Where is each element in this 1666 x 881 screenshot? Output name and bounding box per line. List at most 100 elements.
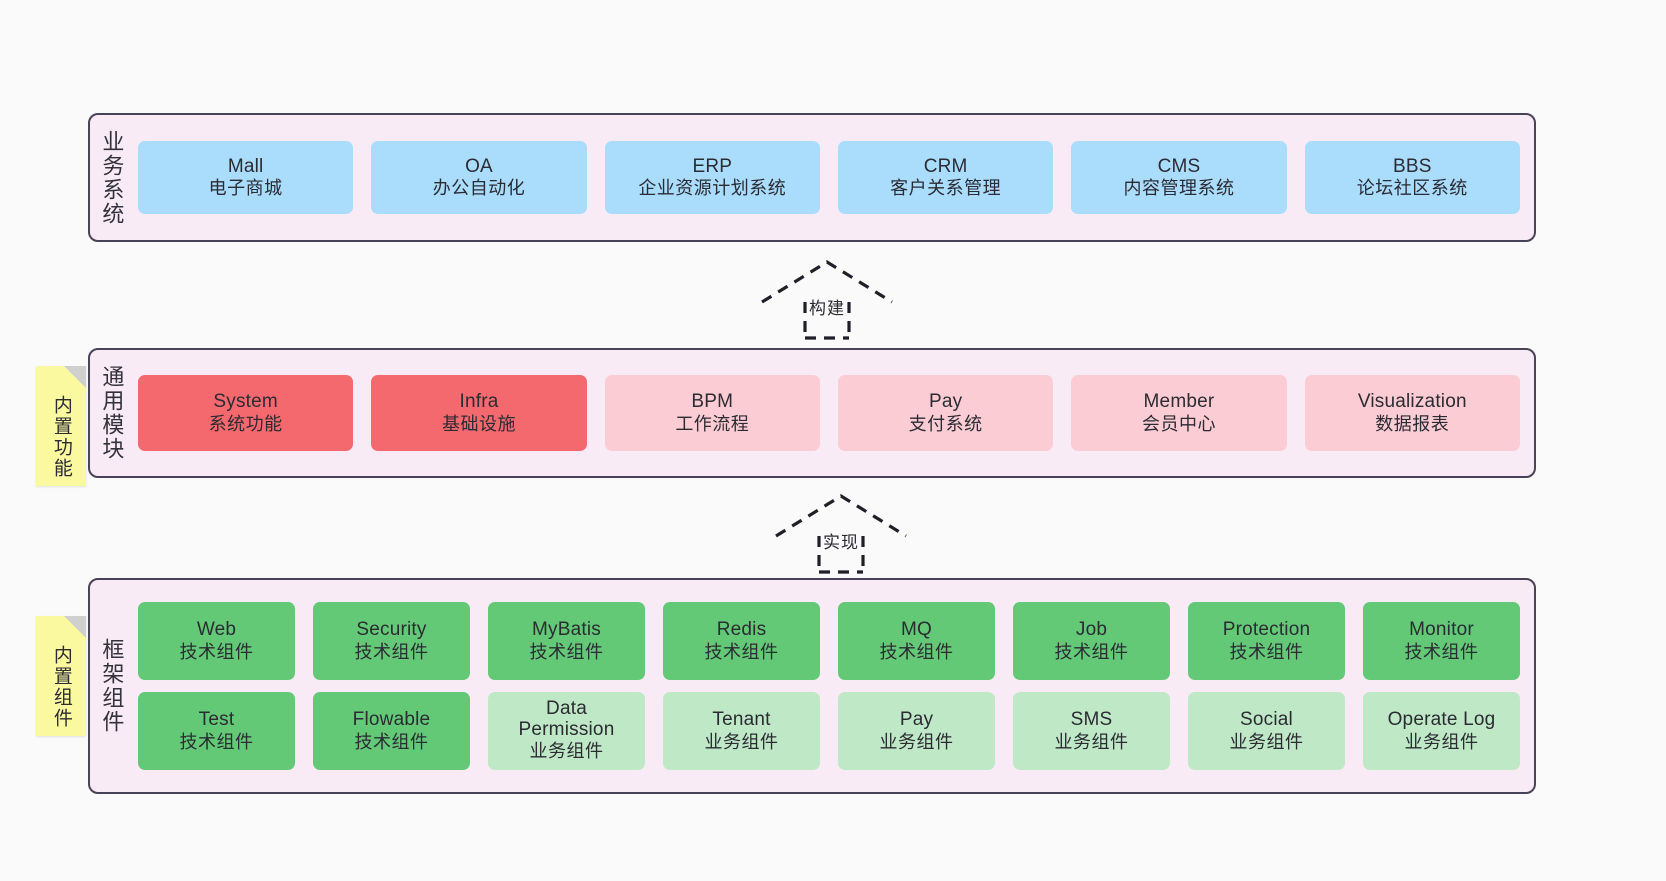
card-title-en: OA — [465, 155, 493, 177]
card-title-cn: 系统功能 — [208, 413, 283, 434]
card-test[interactable]: Test 技术组件 — [138, 692, 295, 770]
card-title-en: Job — [1075, 619, 1108, 641]
card-title-en: BBS — [1392, 155, 1432, 177]
note-fold-icon — [64, 616, 86, 638]
card-title-en: Web — [196, 619, 237, 641]
card-title-en: CMS — [1157, 155, 1201, 177]
layer-body-common-module: System 系统功能 Infra 基础设施 BPM 工作流程 Pay 支付系统… — [132, 350, 1534, 476]
card-title-en: Pay — [899, 709, 934, 731]
card-sms[interactable]: SMS 业务组件 — [1013, 692, 1170, 770]
card-web[interactable]: Web 技术组件 — [138, 602, 295, 680]
card-title-en: Mall — [227, 155, 264, 177]
card-member[interactable]: Member 会员中心 — [1071, 375, 1287, 451]
card-title-cn: 技术组件 — [354, 641, 429, 662]
card-title-en: Social — [1240, 709, 1293, 731]
card-row: Test 技术组件 Flowable 技术组件 Data Permission … — [138, 692, 1520, 770]
card-title-cn: 工作流程 — [675, 413, 750, 434]
card-title-cn: 办公自动化 — [432, 178, 526, 199]
card-title-cn: 技术组件 — [354, 731, 429, 752]
arrow-implement-label: 实现 — [823, 533, 859, 552]
card-title-cn: 业务组件 — [704, 731, 779, 752]
card-title-cn: 技术组件 — [179, 641, 254, 662]
card-title-cn: 技术组件 — [529, 641, 604, 662]
card-data-permission[interactable]: Data Permission 业务组件 — [488, 692, 645, 770]
card-title-cn: 业务组件 — [1054, 731, 1129, 752]
card-title-cn: 支付系统 — [908, 413, 983, 434]
layer-framework-component: 框架组件 Web 技术组件 Security 技术组件 MyBatis 技术组件… — [88, 578, 1536, 794]
card-title-cn: 技术组件 — [704, 641, 779, 662]
card-title-en: Tenant — [712, 709, 771, 731]
card-row: Web 技术组件 Security 技术组件 MyBatis 技术组件 Redi… — [138, 602, 1520, 680]
card-mq[interactable]: MQ 技术组件 — [838, 602, 995, 680]
card-title-en: System — [213, 391, 278, 413]
card-title-en: Operate Log — [1387, 709, 1496, 731]
card-title-en: Test — [198, 709, 235, 731]
card-security[interactable]: Security 技术组件 — [313, 602, 470, 680]
card-title-cn: 业务组件 — [1229, 731, 1304, 752]
card-title-cn: 内容管理系统 — [1123, 178, 1235, 199]
card-title-cn: 数据报表 — [1375, 413, 1450, 434]
layer-title-common-module: 通用模块 — [99, 365, 125, 461]
card-title-cn: 论坛社区系统 — [1356, 178, 1468, 199]
card-title-en: BPM — [691, 391, 734, 413]
card-title-en: Protection — [1222, 619, 1311, 641]
card-tenant[interactable]: Tenant 业务组件 — [663, 692, 820, 770]
layer-common-module: 通用模块 System 系统功能 Infra 基础设施 BPM 工作流程 Pay… — [88, 348, 1536, 478]
card-title-en: CRM — [923, 155, 968, 177]
arrow-build-shape — [761, 260, 893, 340]
card-flowable[interactable]: Flowable 技术组件 — [313, 692, 470, 770]
card-title-en: ERP — [692, 155, 733, 177]
card-mybatis[interactable]: MyBatis 技术组件 — [488, 602, 645, 680]
card-title-cn: 业务组件 — [1404, 731, 1479, 752]
card-title-cn: 技术组件 — [1054, 641, 1129, 662]
card-oa[interactable]: OA 办公自动化 — [371, 141, 587, 214]
card-redis[interactable]: Redis 技术组件 — [663, 602, 820, 680]
card-mall[interactable]: Mall 电子商城 — [138, 141, 354, 214]
card-title-cn: 业务组件 — [529, 740, 604, 761]
layer-title-business-system: 业务系统 — [99, 129, 125, 226]
layer-title-framework-component: 框架组件 — [99, 638, 125, 734]
card-job[interactable]: Job 技术组件 — [1013, 602, 1170, 680]
card-monitor[interactable]: Monitor 技术组件 — [1363, 602, 1520, 680]
card-protection[interactable]: Protection 技术组件 — [1188, 602, 1345, 680]
arrow-build: 构建 — [757, 258, 897, 340]
note-builtin-component: 内置组件 — [36, 616, 86, 736]
card-title-cn: 基础设施 — [441, 413, 516, 434]
card-operate-log[interactable]: Operate Log 业务组件 — [1363, 692, 1520, 770]
card-pay-module[interactable]: Pay 支付系统 — [837, 375, 1054, 451]
card-title-en: Infra — [459, 391, 499, 413]
card-erp[interactable]: ERP 企业资源计划系统 — [604, 141, 820, 214]
card-cms[interactable]: CMS 内容管理系统 — [1071, 141, 1287, 214]
card-title-en: MyBatis — [532, 619, 601, 641]
card-title-en: Monitor — [1409, 619, 1474, 641]
note-builtin-function: 内置功能 — [36, 366, 86, 486]
card-title-cn: 技术组件 — [179, 731, 254, 752]
card-title-en: Security — [356, 619, 427, 641]
card-title-en: Pay — [928, 391, 963, 413]
card-system[interactable]: System 系统功能 — [138, 375, 354, 451]
card-infra[interactable]: Infra 基础设施 — [371, 375, 587, 451]
card-title-cn: 技术组件 — [1404, 641, 1479, 662]
note-fold-icon — [64, 366, 86, 388]
card-title-en: Flowable — [352, 709, 431, 731]
card-title-cn: 技术组件 — [879, 641, 954, 662]
card-title-en: SMS — [1070, 709, 1113, 731]
card-title-en: Member — [1143, 391, 1215, 413]
card-title-en: Redis — [716, 619, 767, 641]
card-title-cn: 会员中心 — [1141, 413, 1216, 434]
card-title-cn: 客户关系管理 — [890, 178, 1002, 199]
card-bbs[interactable]: BBS 论坛社区系统 — [1304, 141, 1520, 214]
arrow-build-label: 构建 — [809, 299, 845, 318]
card-social[interactable]: Social 业务组件 — [1188, 692, 1345, 770]
layer-body-business-system: Mall 电子商城 OA 办公自动化 ERP 企业资源计划系统 CRM 客户关系… — [132, 115, 1534, 240]
card-title-cn: 技术组件 — [1229, 641, 1304, 662]
card-bpm[interactable]: BPM 工作流程 — [604, 375, 820, 451]
card-row: System 系统功能 Infra 基础设施 BPM 工作流程 Pay 支付系统… — [138, 375, 1520, 451]
card-visualization[interactable]: Visualization 数据报表 — [1304, 375, 1520, 451]
card-pay-component[interactable]: Pay 业务组件 — [838, 692, 995, 770]
card-title-en: MQ — [900, 619, 932, 641]
card-title-en: Visualization — [1357, 391, 1467, 413]
card-crm[interactable]: CRM 客户关系管理 — [837, 141, 1054, 214]
layer-business-system: 业务系统 Mall 电子商城 OA 办公自动化 ERP 企业资源计划系统 CRM… — [88, 113, 1536, 242]
